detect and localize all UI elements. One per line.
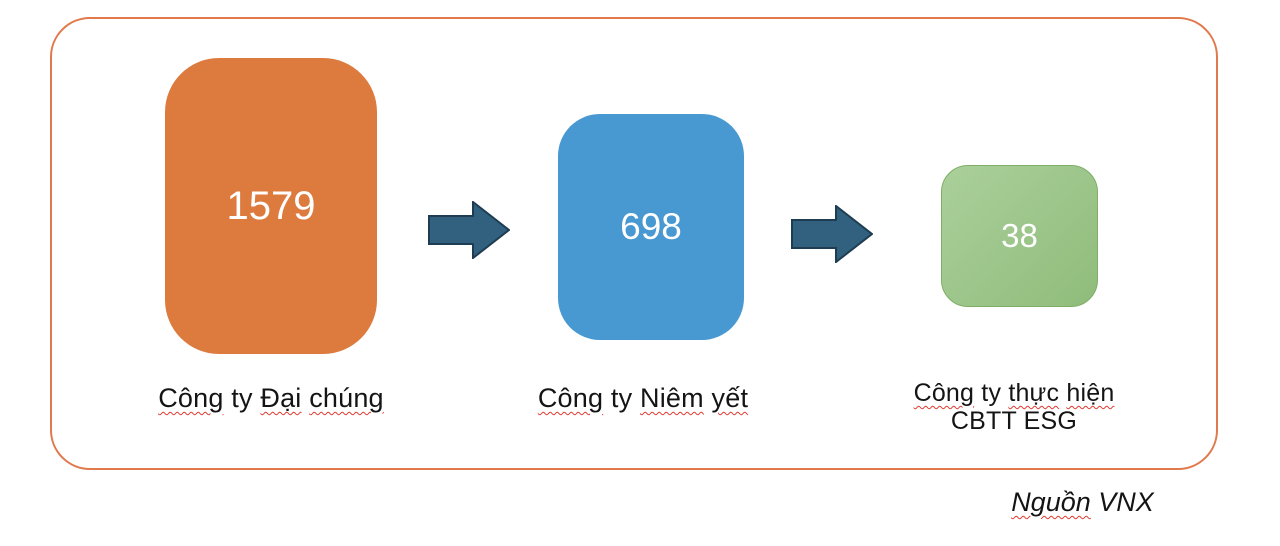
label-word: ty bbox=[610, 383, 633, 413]
stage-label-3-line2: CBTT ESG bbox=[950, 407, 1078, 435]
label-word: Công bbox=[537, 383, 604, 413]
stage-value-1: 1579 bbox=[226, 183, 316, 228]
label-word: thực bbox=[1008, 379, 1060, 407]
right-arrow-icon bbox=[428, 201, 510, 259]
label-word: Công bbox=[913, 379, 975, 407]
right-arrow-icon bbox=[791, 205, 873, 263]
label-word: Đại bbox=[260, 383, 302, 413]
stage-label-1: Công ty Đại chúng bbox=[140, 383, 402, 414]
stage-label-3: Công ty thực hiện CBTT ESG bbox=[889, 379, 1139, 435]
stage-label-2: Công ty Niêm yết bbox=[523, 383, 763, 414]
label-word: ty bbox=[231, 383, 253, 413]
label-word: Công bbox=[158, 383, 224, 413]
label-word: yết bbox=[711, 383, 749, 413]
label-word: ty bbox=[981, 379, 1002, 407]
stage-box-cong-ty-cbtt-esg: 38 bbox=[941, 165, 1098, 307]
stage-label-3-line1: Công ty thực hiện bbox=[889, 379, 1139, 407]
stage-value-3: 38 bbox=[1001, 217, 1038, 254]
stage-value-2: 698 bbox=[620, 206, 682, 247]
stage-box-cong-ty-niem-yet: 698 bbox=[558, 114, 744, 340]
diagram-frame bbox=[50, 17, 1218, 470]
label-word: hiện bbox=[1066, 379, 1115, 407]
source-word: Nguồn bbox=[1011, 487, 1091, 517]
source-word: VNX bbox=[1098, 487, 1154, 517]
label-word: chúng bbox=[309, 383, 384, 413]
label-word: Niêm bbox=[640, 383, 704, 413]
stage-box-cong-ty-dai-chung: 1579 bbox=[165, 58, 377, 354]
source-note: Nguồn VNX bbox=[1000, 487, 1165, 518]
